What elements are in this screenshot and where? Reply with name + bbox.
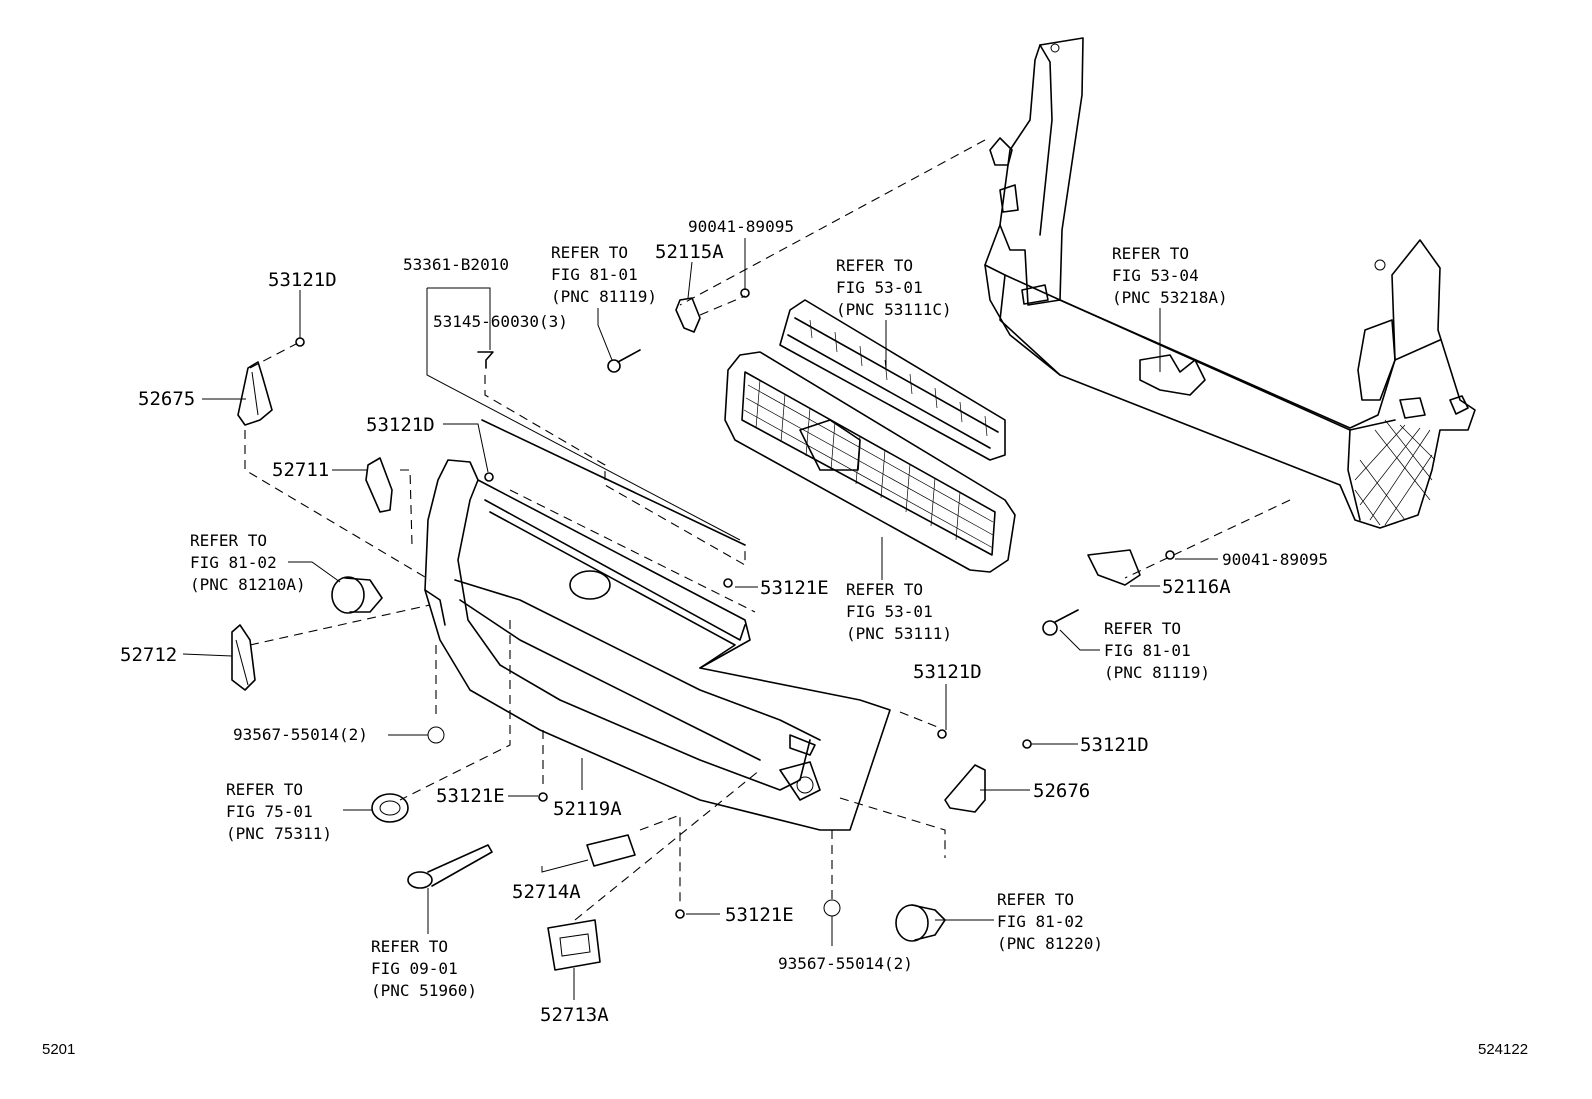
refer-main-grille: REFER TO FIG 53-01 (PNC 53111) xyxy=(846,580,952,643)
leader-lines xyxy=(182,238,1218,1000)
refer-upper-grille: REFER TO FIG 53-01 (PNC 53111C) xyxy=(836,256,952,319)
radiator-support-drawing xyxy=(984,37,1476,529)
svg-text:(PNC 75311): (PNC 75311) xyxy=(226,824,332,843)
refer-tow-hook: REFER TO FIG 09-01 (PNC 51960) xyxy=(371,937,477,1000)
svg-text:REFER TO: REFER TO xyxy=(1112,244,1189,263)
svg-text:(PNC 81220): (PNC 81220) xyxy=(997,934,1103,953)
label-93567-55014-left: 93567-55014(2) xyxy=(233,725,368,744)
refer-radiator-support: REFER TO FIG 53-04 (PNC 53218A) xyxy=(1112,244,1228,307)
svg-text:REFER TO: REFER TO xyxy=(371,937,448,956)
bumper-cover-drawing xyxy=(424,459,891,831)
svg-text:REFER TO: REFER TO xyxy=(1104,619,1181,638)
svg-text:(PNC 53111C): (PNC 53111C) xyxy=(836,300,952,319)
svg-text:FIG 09-01: FIG 09-01 xyxy=(371,959,458,978)
corner-id-right: 524122 xyxy=(1478,1041,1528,1058)
label-52714A: 52714A xyxy=(512,881,581,903)
upper-grille-drawing xyxy=(779,299,1006,461)
refer-bolt-left: REFER TO FIG 81-01 (PNC 81119) xyxy=(551,243,657,306)
corner-id-left: 5201 xyxy=(42,1041,75,1058)
svg-text:FIG 75-01: FIG 75-01 xyxy=(226,802,313,821)
label-52115A: 52115A xyxy=(655,241,724,263)
svg-text:REFER TO: REFER TO xyxy=(836,256,913,275)
svg-text:REFER TO: REFER TO xyxy=(226,780,303,799)
main-grille-drawing xyxy=(724,351,1016,573)
label-53121E-right: 53121E xyxy=(760,577,829,599)
label-53121E-bottom: 53121E xyxy=(725,904,794,926)
svg-text:FIG 53-04: FIG 53-04 xyxy=(1112,266,1199,285)
label-53121D-far-right: 53121D xyxy=(1080,734,1149,756)
label-52713A: 52713A xyxy=(540,1004,609,1026)
svg-text:FIG 81-02: FIG 81-02 xyxy=(997,912,1084,931)
label-90041-89095-right: 90041-89095 xyxy=(1222,550,1328,569)
svg-text:REFER TO: REFER TO xyxy=(997,890,1074,909)
svg-text:(PNC 81119): (PNC 81119) xyxy=(1104,663,1210,682)
label-53121D-right: 53121D xyxy=(913,661,982,683)
svg-text:(PNC 53218A): (PNC 53218A) xyxy=(1112,288,1228,307)
label-53121D-upper-left: 53121D xyxy=(268,269,337,291)
refer-fog-lamp-right: REFER TO FIG 81-02 (PNC 81220) xyxy=(997,890,1103,953)
svg-text:FIG 53-01: FIG 53-01 xyxy=(836,278,923,297)
svg-text:FIG 81-01: FIG 81-01 xyxy=(551,265,638,284)
label-53145-60030: 53145-60030(3) xyxy=(433,312,568,331)
label-52675: 52675 xyxy=(138,388,195,410)
label-52711: 52711 xyxy=(272,459,329,481)
label-90041-89095-top: 90041-89095 xyxy=(688,217,794,236)
label-52119A: 52119A xyxy=(553,798,622,820)
svg-text:REFER TO: REFER TO xyxy=(846,580,923,599)
svg-text:(PNC 81210A): (PNC 81210A) xyxy=(190,575,306,594)
svg-text:REFER TO: REFER TO xyxy=(551,243,628,262)
small-parts-drawing xyxy=(231,288,1175,971)
label-93567-55014-right: 93567-55014(2) xyxy=(778,954,913,973)
refer-fog-lamp-left: REFER TO FIG 81-02 (PNC 81210A) xyxy=(190,531,306,594)
svg-text:(PNC 51960): (PNC 51960) xyxy=(371,981,477,1000)
alignment-lines xyxy=(244,139,1291,921)
svg-text:(PNC 81119): (PNC 81119) xyxy=(551,287,657,306)
label-53121D-center: 53121D xyxy=(366,414,435,436)
svg-text:FIG 81-02: FIG 81-02 xyxy=(190,553,277,572)
svg-text:FIG 81-01: FIG 81-01 xyxy=(1104,641,1191,660)
label-52712: 52712 xyxy=(120,644,177,666)
svg-text:REFER TO: REFER TO xyxy=(190,531,267,550)
refer-bolt-right: REFER TO FIG 81-01 (PNC 81119) xyxy=(1104,619,1210,682)
svg-text:(PNC 53111): (PNC 53111) xyxy=(846,624,952,643)
label-53361-B2010: 53361-B2010 xyxy=(403,255,509,274)
refer-horn: REFER TO FIG 75-01 (PNC 75311) xyxy=(226,780,332,843)
label-52116A: 52116A xyxy=(1162,576,1231,598)
svg-text:FIG 53-01: FIG 53-01 xyxy=(846,602,933,621)
label-53121E-left: 53121E xyxy=(436,785,505,807)
label-52676: 52676 xyxy=(1033,780,1090,802)
